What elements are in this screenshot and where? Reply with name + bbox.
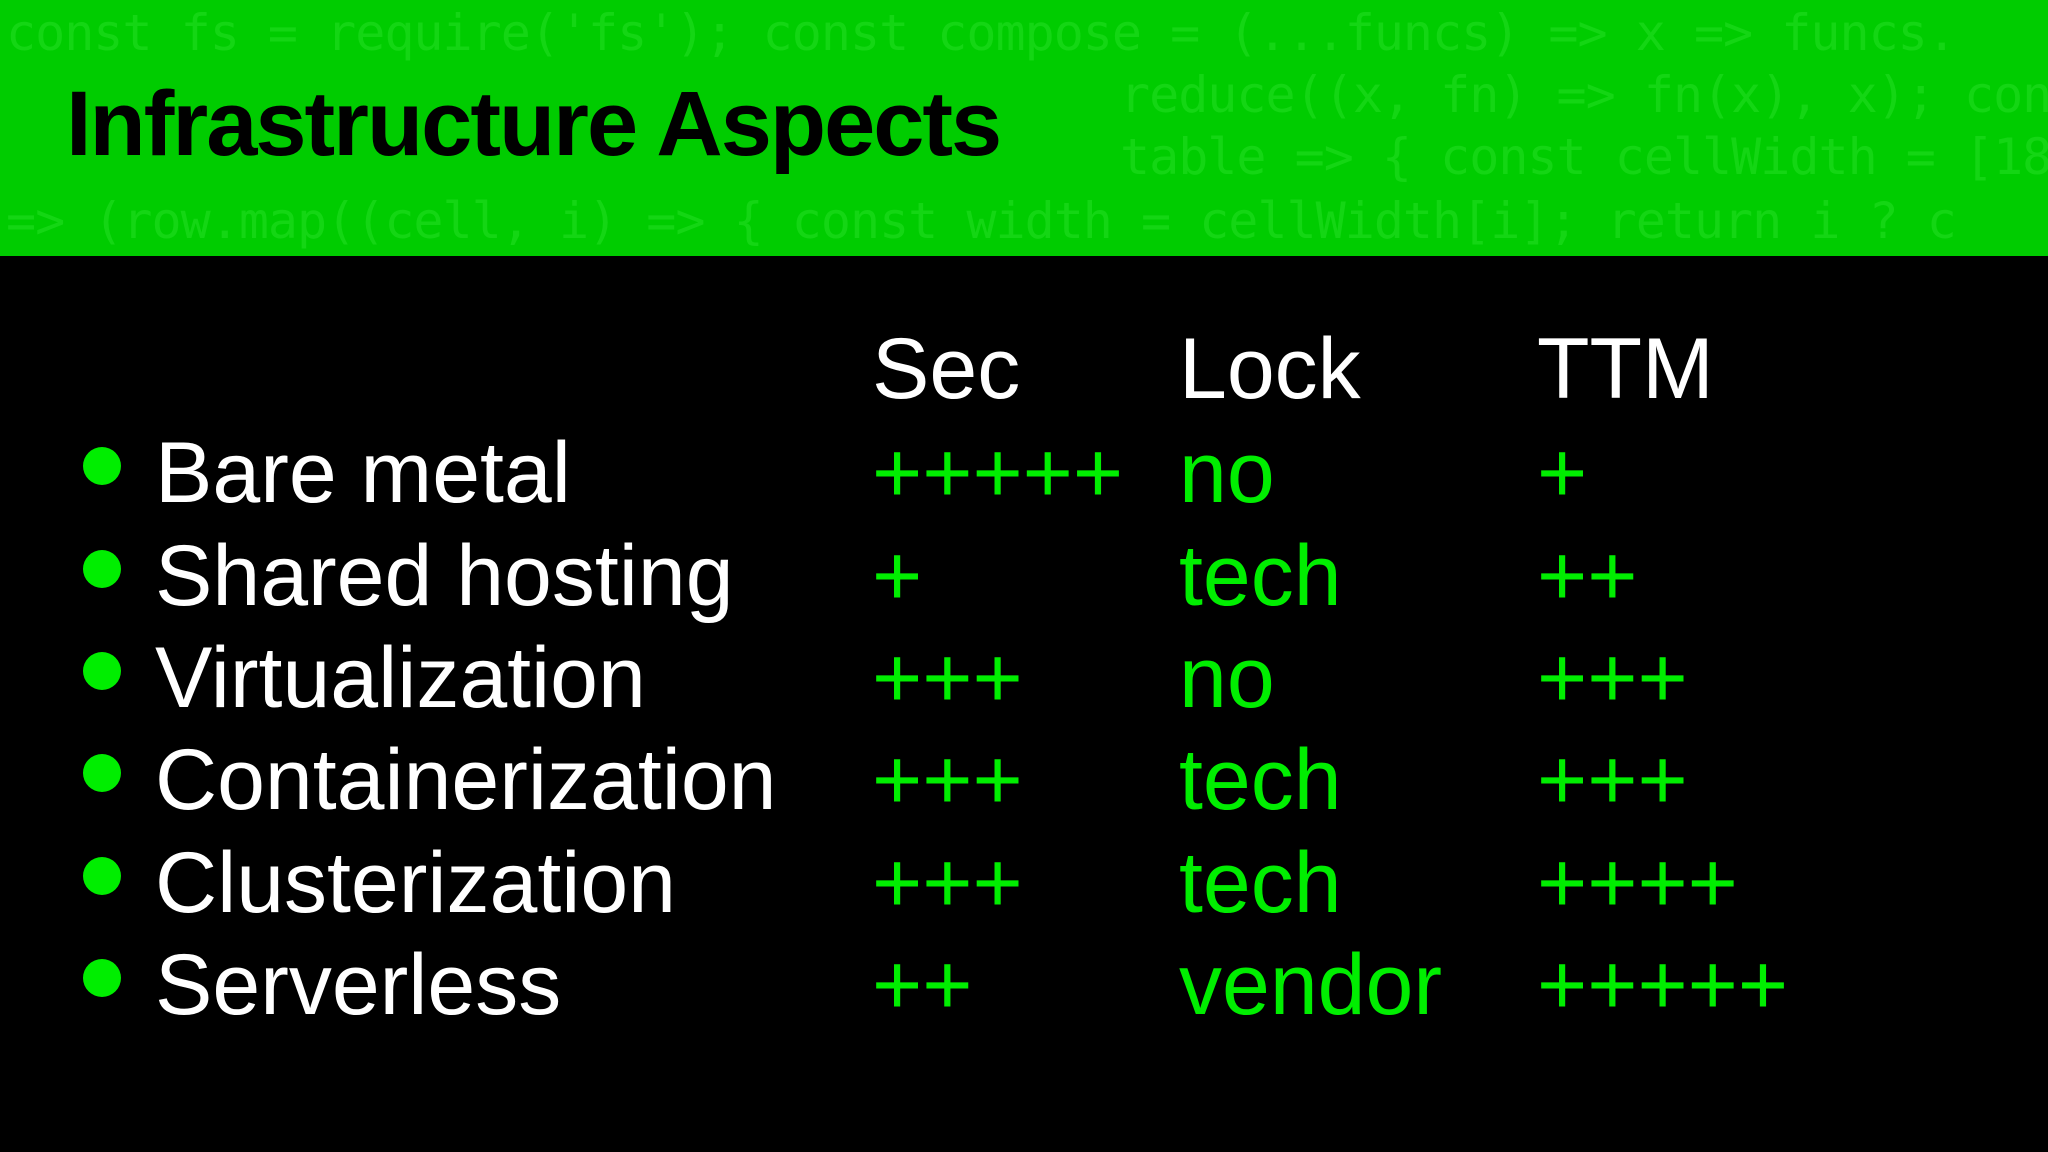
slide-title: Infrastructure Aspects — [66, 73, 1002, 175]
title-banner: const fs = require('fs'); const compose … — [0, 0, 2048, 256]
bullet-icon — [83, 754, 121, 792]
column-header-ttm: TTM — [1537, 321, 1714, 417]
row-label: Shared hosting — [155, 528, 734, 624]
bullet-icon — [83, 652, 121, 690]
lock-value: no — [1179, 630, 1275, 726]
lock-value: no — [1179, 425, 1275, 521]
sec-value: +++ — [872, 630, 1023, 726]
bullet-icon — [83, 959, 121, 997]
ttm-value: +++++ — [1537, 937, 1789, 1033]
row-label: Containerization — [155, 732, 777, 828]
row-label: Serverless — [155, 937, 562, 1033]
sec-value: +++ — [872, 732, 1023, 828]
sec-value: +++++ — [872, 425, 1124, 521]
ttm-value: +++ — [1537, 630, 1688, 726]
sec-value: ++ — [872, 937, 973, 1033]
lock-value: tech — [1179, 835, 1342, 931]
column-header-lock: Lock — [1179, 321, 1361, 417]
ttm-value: ++ — [1537, 528, 1638, 624]
lock-value: tech — [1179, 528, 1342, 624]
ttm-value: + — [1537, 425, 1588, 521]
row-label: Clusterization — [155, 835, 676, 931]
bullet-icon — [83, 857, 121, 895]
lock-value: tech — [1179, 732, 1342, 828]
row-label: Bare metal — [155, 425, 571, 521]
sec-value: + — [872, 528, 923, 624]
column-header-sec: Sec — [872, 321, 1021, 417]
ttm-value: +++ — [1537, 732, 1688, 828]
row-label: Virtualization — [155, 630, 646, 726]
bullet-icon — [83, 447, 121, 485]
ttm-value: ++++ — [1537, 835, 1738, 931]
background-code-line: reduce((x, fn) => fn(x), x); const DENSI… — [1120, 66, 2048, 124]
sec-value: +++ — [872, 835, 1023, 931]
background-code-line: => (row.map((cell, i) => { const width =… — [6, 192, 1957, 250]
lock-value: vendor — [1179, 937, 1442, 1033]
bullet-icon — [83, 550, 121, 588]
background-code-line: const fs = require('fs'); const compose … — [6, 4, 1957, 62]
background-code-line: table => { const cellWidth = [18, 10, 8,… — [1120, 128, 2048, 186]
